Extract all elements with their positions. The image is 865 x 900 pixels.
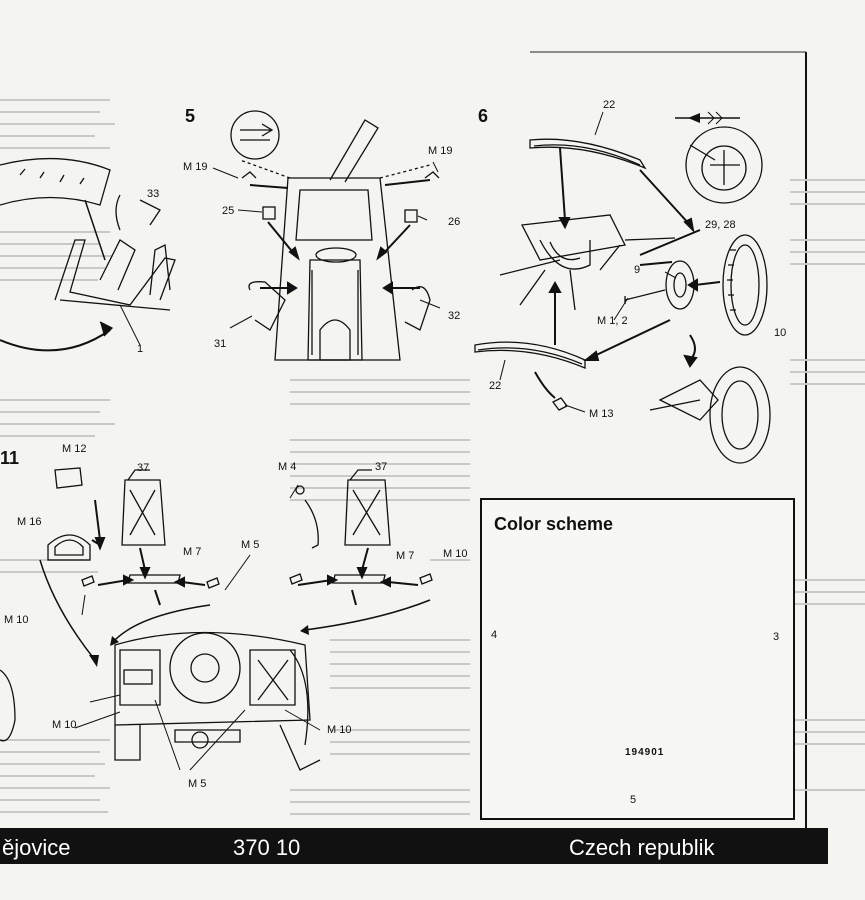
label-32: 32 — [448, 310, 461, 322]
callout-4: 4 — [491, 629, 498, 641]
label-m19-left: M 19 — [183, 161, 208, 173]
label-1: 1 — [137, 343, 144, 355]
label-25: 25 — [222, 205, 235, 217]
label-m7-left: M 7 — [183, 546, 202, 558]
callout-3: 3 — [773, 631, 780, 643]
label-31: 31 — [214, 338, 227, 350]
label-m10-left: M 10 — [4, 614, 29, 626]
step-number-6: 6 — [478, 106, 489, 126]
label-m13: M 13 — [589, 408, 614, 420]
label-22-bottom: 22 — [489, 380, 502, 392]
footer-left-text: ějovice — [2, 835, 71, 860]
label-37-right: 37 — [375, 461, 388, 473]
label-m5-top: M 5 — [241, 539, 260, 551]
label-37-left: 37 — [137, 462, 150, 474]
footer-country: Czech republik — [569, 835, 715, 860]
label-m19-right: M 19 — [428, 145, 453, 157]
label-22-top: 22 — [603, 99, 616, 111]
footer-bar: ějovice 370 10 Czech republik — [0, 828, 828, 864]
label-m5-bottom: M 5 — [188, 778, 207, 790]
label-m10-lower: M 10 — [52, 719, 77, 731]
callout-5: 5 — [630, 794, 637, 806]
label-m10-right: M 10 — [327, 724, 352, 736]
license-plate: 194901 — [625, 747, 665, 758]
color-scheme-panel: Color scheme — [480, 498, 795, 820]
label-33: 33 — [147, 188, 160, 200]
label-m1-2: M 1, 2 — [597, 315, 628, 327]
footer-catalog-number: 370 10 — [233, 835, 301, 860]
label-10: 10 — [774, 327, 787, 339]
label-m4: M 4 — [278, 461, 297, 473]
label-m10-top: M 10 — [443, 548, 468, 560]
color-scheme-title: Color scheme — [494, 514, 614, 534]
label-m12: M 12 — [62, 443, 87, 455]
step-number-11: 11 — [0, 448, 20, 468]
label-m7-right: M 7 — [396, 550, 415, 562]
label-m16: M 16 — [17, 516, 42, 528]
label-9: 9 — [634, 264, 641, 276]
label-29-28: 29, 28 — [705, 219, 736, 231]
step-number-5: 5 — [185, 106, 196, 126]
label-26: 26 — [448, 216, 461, 228]
